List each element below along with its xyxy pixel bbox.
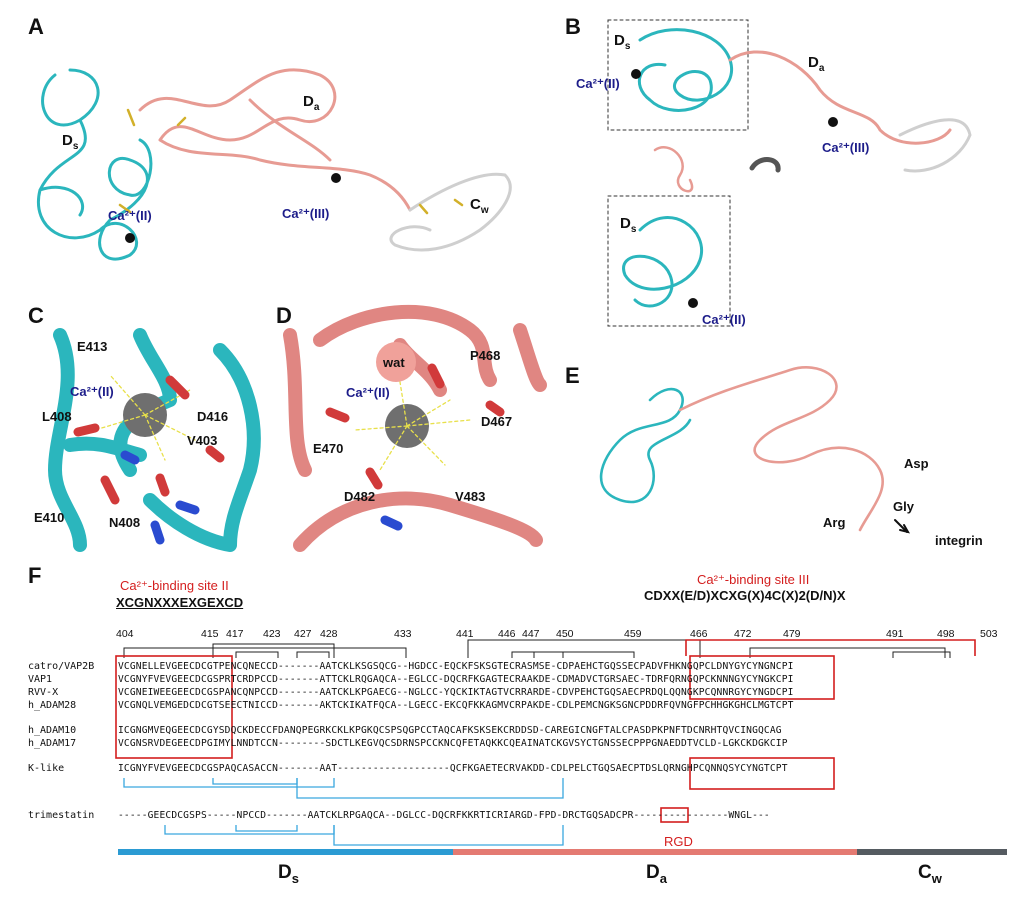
panel-d-ca2-label: Ca²⁺(II) (346, 385, 390, 400)
panel-e-arg-label: Arg (823, 515, 846, 530)
panel-e-cartoon (599, 366, 911, 534)
panel-c-ca2-label: Ca²⁺(II) (70, 384, 114, 399)
domain-label-ds: Ds (278, 862, 299, 886)
panel-f-letter: F (28, 563, 42, 588)
pos-503: 503 (980, 628, 998, 640)
panel-b-ca3-label: Ca²⁺(III) (822, 140, 870, 155)
domain-label-cw: Cw (918, 862, 942, 886)
domain-bar-cw (857, 849, 1007, 855)
seq-name-vap1: VAP1 (28, 674, 53, 685)
panel-c-res-e413: E413 (77, 339, 108, 354)
site3-title: Ca²⁺-binding site III (697, 572, 810, 587)
panel-e-integrin-label: integrin (935, 533, 983, 548)
seq-name-adam10: h_ADAM10 (28, 725, 77, 736)
panel-c-res-e410: E410 (34, 510, 65, 525)
panel-c-letter: C (28, 303, 44, 328)
panel-e-gly-label: Gly (893, 499, 914, 514)
panel-d-res-e470: E470 (313, 441, 344, 456)
pos-498: 498 (937, 628, 955, 640)
seq-row-adam17: VCGNSRVDEGEECDPGIMYLNNDTCCN--------SDCTL… (118, 738, 788, 749)
panel-b-ds2-label: Ds (620, 215, 637, 235)
seq-name-adam28: h_ADAM28 (28, 700, 77, 711)
panel-a-cw-label: Cw (470, 196, 489, 216)
pos-479: 479 (783, 628, 801, 640)
rgd-label: RGD (664, 834, 693, 849)
seq-row-adam10: ICGNGMVEQGEECDCGYSDQCKDECCFDANQPEGRKCKLK… (118, 725, 782, 736)
panel-e-letter: E (565, 363, 580, 388)
seq-row-klike: ICGNYFVEVGEECDCGSPAQCASACCN-------AAT---… (118, 763, 788, 774)
seq-row-trimestatin: -----GEECDCGSPS-----NPCCD-------AATCKLRP… (118, 810, 770, 821)
seq-name-trimestatin: trimestatin (28, 810, 95, 821)
panel-d-res-d482: D482 (344, 489, 376, 504)
panel-a-ds-label: Ds (62, 132, 79, 152)
pos-447: 447 (522, 628, 540, 640)
seq-row-catro: VCGNELLEVGEECDCGTPENCQNECCD-------AATCKL… (118, 661, 794, 672)
pos-466: 466 (690, 628, 708, 640)
site3-motif: CDXX(E/D)XCXG(X)4C(X)2(D/N)X (644, 588, 846, 603)
site2-title: Ca²⁺-binding site II (120, 578, 229, 593)
pos-491: 491 (886, 628, 904, 640)
pos-427: 427 (294, 628, 312, 640)
panel-d-res-d467: D467 (481, 414, 513, 429)
panel-e-asp-label: Asp (904, 456, 929, 471)
pos-415: 415 (201, 628, 219, 640)
panel-a-cw-domain (389, 172, 512, 252)
pos-441: 441 (456, 628, 474, 640)
pos-423: 423 (263, 628, 281, 640)
seq-name-rvvx: RVV-X (28, 687, 59, 698)
pos-428: 428 (320, 628, 338, 640)
seq-name-catro: catro/VAP2B (28, 661, 95, 672)
panel-c-res-n408: N408 (109, 515, 141, 530)
pos-450: 450 (556, 628, 574, 640)
panel-c-res-l408: L408 (42, 409, 72, 424)
pos-446: 446 (498, 628, 516, 640)
pos-417: 417 (226, 628, 244, 640)
panel-b-ds-label: Ds (614, 32, 631, 52)
panel-a-da-label: Da (303, 93, 320, 113)
panel-a-da-domain (138, 68, 412, 212)
panel-b-da-label: Da (808, 54, 825, 74)
panel-c-res-d416: D416 (197, 409, 229, 424)
site2-motif: XCGNXXXEXGEXCD (116, 595, 244, 610)
panel-d-site (283, 304, 547, 552)
domain-bar-ds (118, 849, 453, 855)
panel-c-site (38, 328, 270, 552)
panel-a-ca3-label: Ca²⁺(III) (282, 206, 330, 221)
pos-433: 433 (394, 628, 412, 640)
panel-d-res-v483: V483 (455, 489, 486, 504)
panel-a-letter: A (28, 14, 44, 39)
panel-b-ca2-label: Ca²⁺(II) (576, 76, 620, 91)
panel-d-res-p468: P468 (470, 348, 501, 363)
panel-a-ca2-label: Ca²⁺(II) (108, 208, 152, 223)
seq-row-vap1: VCGNYFVEVGEECDCGSPRTCRDPCCD-------ATTCKL… (118, 674, 794, 685)
panel-b-letter: B (565, 14, 581, 39)
panel-c-res-v403: V403 (187, 433, 218, 448)
seq-name-klike: K-like (28, 763, 65, 774)
seq-row-rvvx: VCGNEIWEEGEECDCGSPANCQNPCCD-------AATCKL… (118, 687, 794, 698)
domain-bar-da (453, 849, 857, 855)
pos-472: 472 (734, 628, 752, 640)
pos-459: 459 (624, 628, 642, 640)
panel-d-wat-label: wat (383, 355, 405, 370)
panel-a-cartoon (37, 68, 512, 261)
panel-b-ca2b-label: Ca²⁺(II) (702, 312, 746, 327)
panel-b-cartoon (607, 19, 972, 327)
pos-404: 404 (116, 628, 134, 640)
domain-label-da: Da (646, 862, 667, 886)
seq-name-adam17: h_ADAM17 (28, 738, 77, 749)
seq-row-adam28: VCGNQLVEMGEDCDCGTSEECTNICCD-------AKTCKI… (118, 700, 794, 711)
panel-d-letter: D (276, 303, 292, 328)
panel-a-ds-domain (37, 68, 153, 261)
